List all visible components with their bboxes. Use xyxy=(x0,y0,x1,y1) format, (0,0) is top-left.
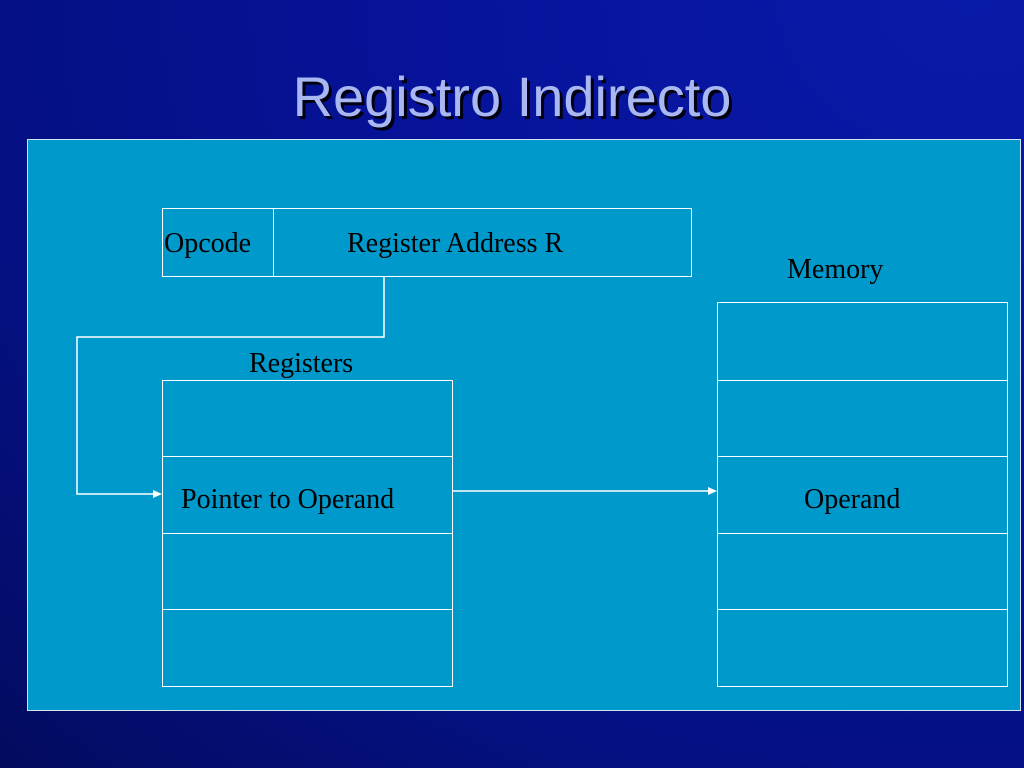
opcode-field xyxy=(162,208,274,277)
memory-cell xyxy=(717,609,1008,687)
address-to-register-arrow-line xyxy=(76,277,385,495)
registers-label: Registers xyxy=(249,348,354,379)
register-address-label: Register Address R xyxy=(347,228,564,259)
diagram-panel xyxy=(27,139,1021,711)
pointer-to-memory-arrowhead xyxy=(708,487,717,495)
register-cell xyxy=(162,609,453,687)
operand-label: Operand xyxy=(804,484,901,515)
pointer-to-operand-label: Pointer to Operand xyxy=(181,484,395,515)
slide-title: Registro Indirecto xyxy=(292,65,732,128)
memory-label: Memory xyxy=(787,254,884,285)
opcode-label: Opcode xyxy=(164,228,252,259)
address-to-register-arrowhead xyxy=(153,490,162,498)
